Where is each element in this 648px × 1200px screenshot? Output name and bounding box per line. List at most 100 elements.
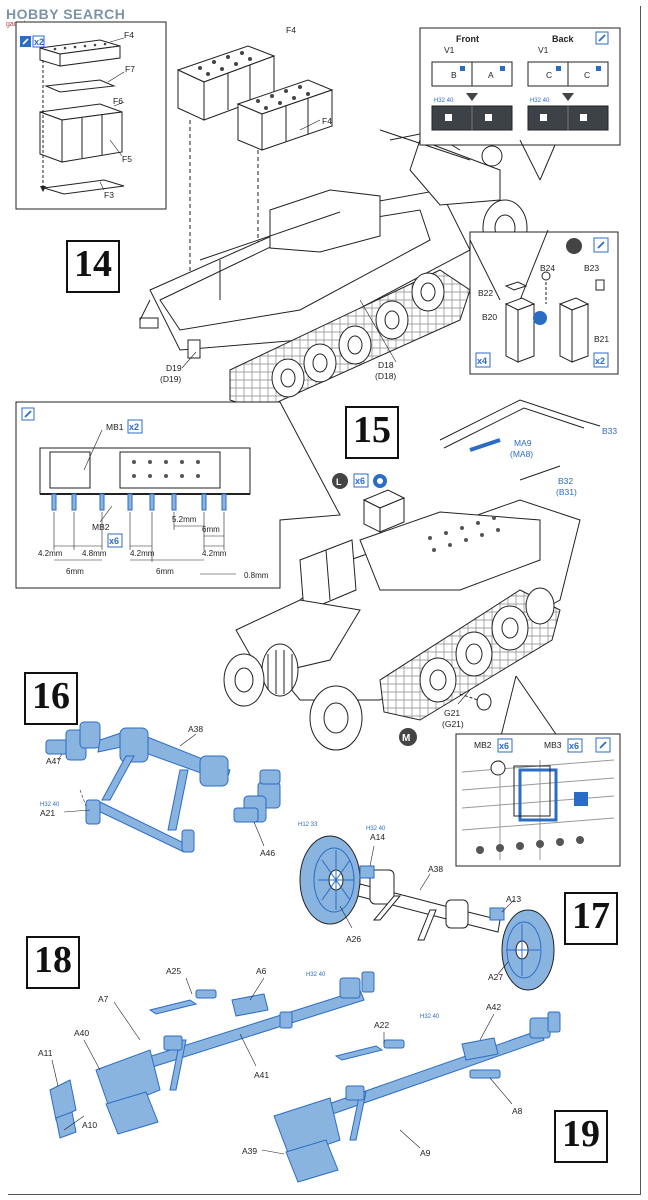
label-a25: A25 bbox=[166, 966, 181, 976]
label-mb2-17: MB2 bbox=[474, 740, 492, 750]
back-letter-c2: C bbox=[584, 70, 590, 80]
label-f4: F4 bbox=[124, 30, 134, 40]
label-f6: F6 bbox=[113, 96, 123, 106]
dim-5: 6mm bbox=[202, 525, 220, 534]
label-a7: A7 bbox=[98, 994, 109, 1004]
label-f3: F3 bbox=[104, 190, 114, 200]
label-b24: B24 bbox=[540, 263, 555, 273]
label-g21: G21 bbox=[444, 708, 460, 718]
label-b33: B33 bbox=[602, 426, 617, 436]
label-b20: B20 bbox=[482, 312, 497, 322]
step-number-18: 18 bbox=[26, 936, 80, 989]
paint-code-19: H32 40 bbox=[420, 1014, 440, 1020]
label-b32: B32 bbox=[558, 476, 573, 486]
label-ma8: (MA8) bbox=[510, 449, 533, 459]
label-ma9: MA9 bbox=[514, 438, 532, 448]
mb2-17-badge-text: x6 bbox=[499, 741, 509, 751]
mb3-badge-frame bbox=[567, 738, 583, 753]
callout-b-parts bbox=[469, 229, 619, 375]
mb2-badge-frame bbox=[107, 533, 123, 548]
label-a11: A11 bbox=[38, 1048, 53, 1058]
dim-9: 0.8mm bbox=[244, 571, 269, 580]
label-mb2: MB2 bbox=[92, 522, 110, 532]
label-a6: A6 bbox=[256, 966, 267, 976]
label-d18-alt: (D18) bbox=[375, 371, 396, 381]
mb2-badge-text: x6 bbox=[109, 536, 119, 546]
label-a47: A47 bbox=[46, 756, 61, 766]
dim-1: 4.2mm bbox=[38, 549, 63, 558]
axle-step16 bbox=[45, 721, 281, 853]
label-d19: D19 bbox=[166, 363, 182, 373]
label-f5: F5 bbox=[122, 154, 132, 164]
paint-code-16: H32 40 bbox=[40, 802, 60, 808]
back-paint-code: H32 40 bbox=[530, 98, 550, 104]
label-a40: A40 bbox=[74, 1028, 89, 1038]
label-a38-17: A38 bbox=[428, 864, 443, 874]
callout-mb-dims bbox=[15, 401, 341, 589]
front-label: Front bbox=[456, 34, 479, 44]
label-b31: (B31) bbox=[556, 487, 577, 497]
label-a22: A22 bbox=[374, 1020, 389, 1030]
front-v1: V1 bbox=[444, 45, 455, 55]
halftrack-step15 bbox=[223, 399, 601, 751]
label-f4-bottom: F4 bbox=[322, 116, 332, 126]
dim-3: 4.2mm bbox=[130, 549, 155, 558]
step-number-19: 19 bbox=[554, 1110, 608, 1163]
step-number-16: 16 bbox=[24, 672, 78, 725]
halftrack-step14 bbox=[139, 45, 528, 411]
label-b22: B22 bbox=[478, 288, 493, 298]
label-a46: A46 bbox=[260, 848, 275, 858]
mb2-17-badge-frame bbox=[497, 738, 513, 753]
label-a27: A27 bbox=[488, 972, 503, 982]
x4-badge-frame bbox=[475, 352, 491, 368]
step-number-14: 14 bbox=[66, 240, 120, 293]
back-v1: V1 bbox=[538, 45, 549, 55]
x6-badge-frame bbox=[353, 473, 369, 488]
label-a10: A10 bbox=[82, 1120, 97, 1130]
label-a14: A14 bbox=[370, 832, 385, 842]
label-a41: A41 bbox=[254, 1070, 269, 1080]
callout-front-back bbox=[419, 27, 621, 181]
label-g21-alt: (G21) bbox=[442, 719, 464, 729]
label-mb1: MB1 bbox=[106, 422, 124, 432]
label-b21: B21 bbox=[594, 334, 609, 344]
label-a9: A9 bbox=[420, 1148, 431, 1158]
magnet-icon bbox=[373, 474, 387, 488]
front-letter-a: A bbox=[488, 70, 494, 80]
wheels-step17 bbox=[299, 835, 555, 991]
callout-17-detail bbox=[455, 733, 621, 867]
label-a26: A26 bbox=[346, 934, 361, 944]
paint-code-17a: H12 33 bbox=[298, 822, 318, 828]
label-b23: B23 bbox=[584, 263, 599, 273]
dim-7: 6mm bbox=[66, 567, 84, 576]
metal-icon: M bbox=[399, 728, 417, 746]
label-f7: F7 bbox=[125, 64, 135, 74]
back-label: Back bbox=[552, 34, 575, 44]
x6-badge-text: x6 bbox=[355, 476, 365, 486]
left-hand-icon: L bbox=[332, 473, 348, 489]
page-frame bbox=[8, 6, 641, 1195]
linkage-step18 bbox=[49, 971, 375, 1139]
label-a21: A21 bbox=[40, 808, 55, 818]
linkage-step19 bbox=[273, 1011, 561, 1183]
mb3-badge-text: x6 bbox=[569, 741, 579, 751]
x2-badge-text: x2 bbox=[34, 37, 44, 47]
watermark-brand: HOBBY SEARCH bbox=[6, 6, 126, 22]
paint-code-18: H32 40 bbox=[306, 972, 326, 978]
paint-code-17b: H32 40 bbox=[366, 826, 386, 832]
back-letter-c1: C bbox=[546, 70, 552, 80]
dim-6: 4.2mm bbox=[202, 549, 227, 558]
label-a38-16: A38 bbox=[188, 724, 203, 734]
x2-badge-text-b: x2 bbox=[595, 356, 605, 366]
mb1-badge-frame bbox=[127, 419, 143, 434]
label-a39: A39 bbox=[242, 1146, 257, 1156]
label-f4-top: F4 bbox=[286, 25, 296, 35]
glue-icon bbox=[20, 36, 31, 47]
x2-badge-frame bbox=[32, 35, 45, 48]
front-letter-b: B bbox=[451, 70, 457, 80]
label-d19-alt: (D19) bbox=[160, 374, 181, 384]
dim-2: 4.8mm bbox=[82, 549, 107, 558]
x4-badge-text: x4 bbox=[477, 356, 487, 366]
x2-badge-frame-b bbox=[593, 352, 609, 368]
